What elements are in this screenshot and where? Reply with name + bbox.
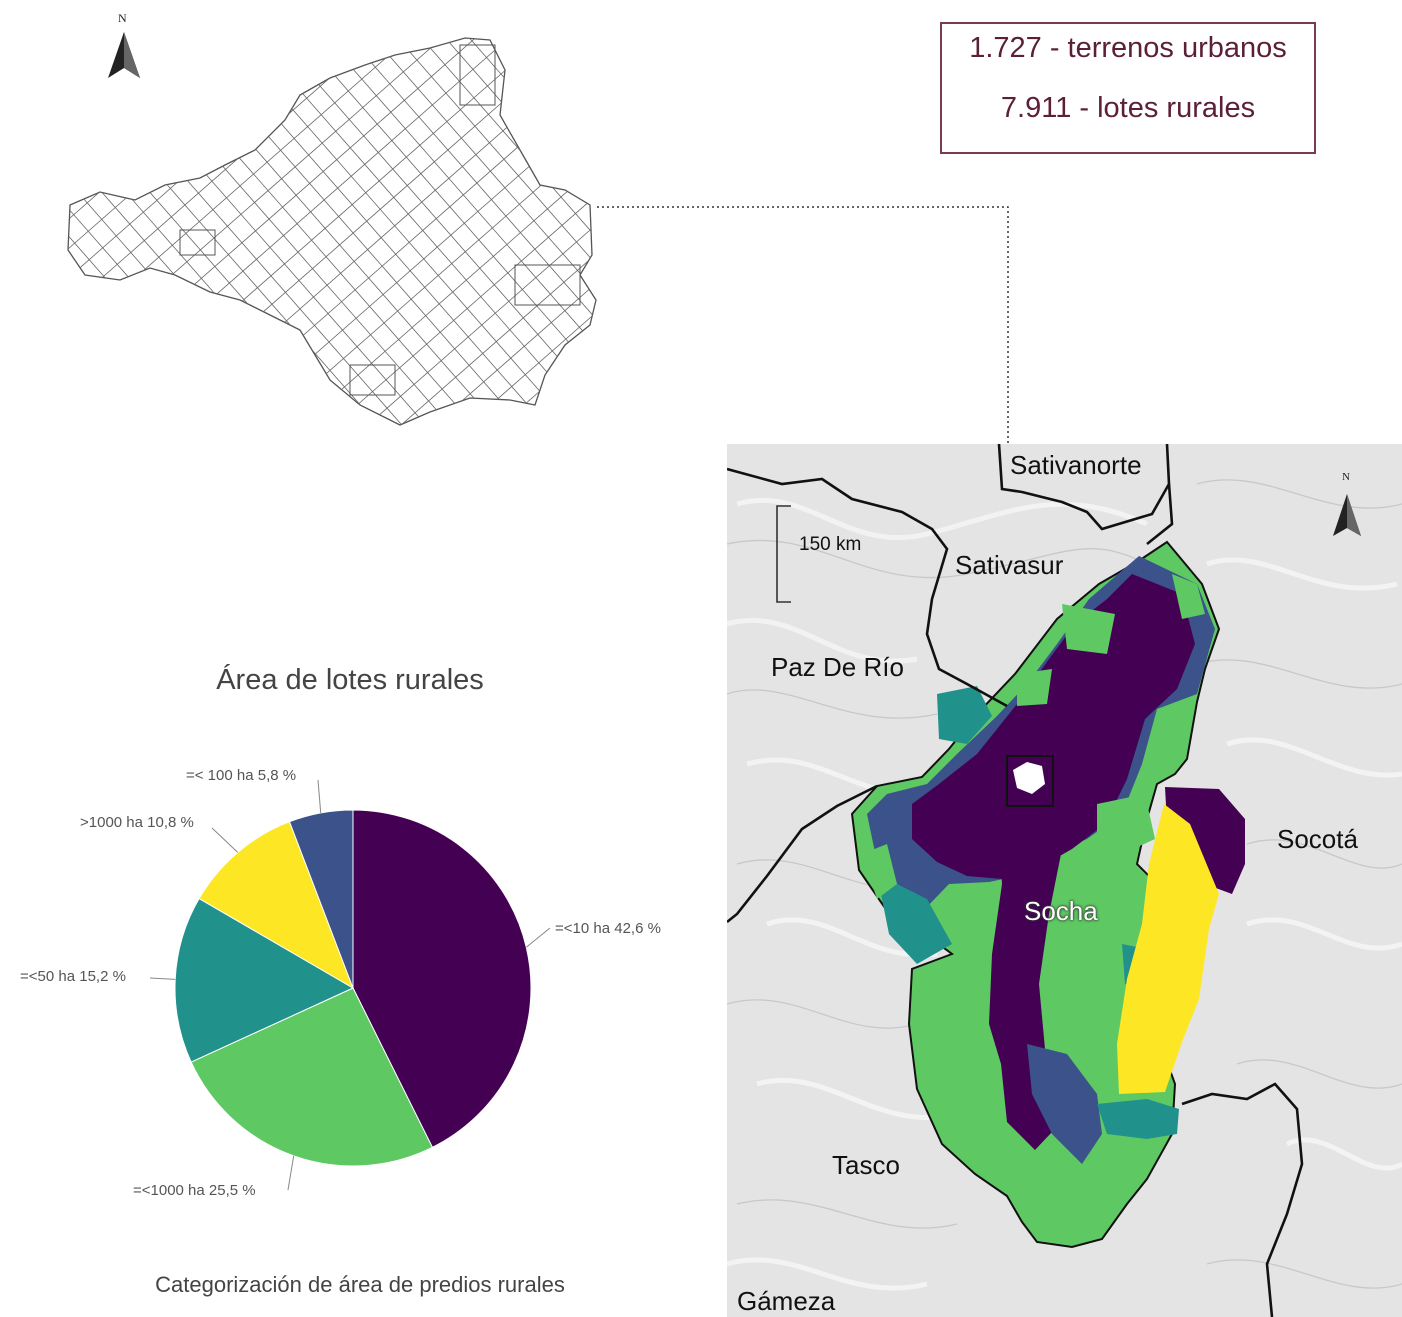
pie-label-gt1000: >1000 ha 10,8 % <box>80 814 194 831</box>
pie-label-lt1000: =<1000 ha 25,5 % <box>133 1182 256 1199</box>
street-line <box>257 38 596 360</box>
zone-lt10-east <box>1165 787 1245 894</box>
hillshade-contours <box>727 479 1402 1289</box>
zone-gt1000 <box>1117 804 1219 1094</box>
street-line <box>189 38 596 419</box>
leader-line <box>597 206 1009 445</box>
place-socota: Socotá <box>1277 824 1358 854</box>
street-line <box>226 185 596 425</box>
pie-label-lt50: =<50 ha 15,2 % <box>20 968 126 985</box>
zone-lt1000-north <box>1062 604 1115 654</box>
zone-lt100-south <box>1027 1044 1102 1164</box>
urban-parcel-inset: N <box>67 11 1009 445</box>
pie-leader-lt1000 <box>287 1155 295 1191</box>
chart-caption: Categorización de área de predios rurale… <box>155 1272 565 1297</box>
hillshade-ridges <box>727 497 1402 1291</box>
street-line <box>175 38 596 425</box>
urban-lots-count: 1.727 - terrenos urbanos <box>969 32 1287 64</box>
scale-label: 150 km <box>799 534 862 555</box>
pie-label-lt10: =<10 ha 42,6 % <box>555 920 661 937</box>
urban-area <box>1013 762 1045 794</box>
street-line <box>211 168 596 425</box>
chart-title: Área de lotes rurales <box>216 664 484 696</box>
town-outline <box>67 37 597 426</box>
pie-leader-lt100 <box>317 779 322 813</box>
zone-lt50-north <box>937 686 992 744</box>
north-arrow-icon <box>108 32 140 78</box>
street-line <box>216 38 596 396</box>
dense-parcels <box>179 44 581 396</box>
municipality-map: N 150 km Sativanorte Sativasur Paz De Rí… <box>727 444 1402 1317</box>
zone-lt1000-ne <box>1172 574 1205 619</box>
zone-lt1000-center <box>1097 794 1155 854</box>
street-line <box>197 151 596 425</box>
place-sativasur: Sativasur <box>955 550 1064 580</box>
pie-chart <box>149 779 551 1191</box>
place-sativanorte: Sativanorte <box>1010 450 1142 480</box>
map-north-arrow-icon <box>1333 494 1361 536</box>
pie-slice-gt1000 <box>198 821 354 990</box>
zone-lt50-south <box>1097 1099 1179 1139</box>
rural-lots-count: 7.911 - lotes rurales <box>1000 92 1256 124</box>
stats-box: 1.727 - terrenos urbanos 7.911 - lotes r… <box>940 22 1316 154</box>
zone-lt1000-nw <box>1017 669 1052 706</box>
place-paz-de-rio: Paz De Río <box>771 652 904 682</box>
municipal-boundaries <box>727 444 1304 1317</box>
zone-lt10 <box>912 574 1195 879</box>
pie-leader-lt50 <box>149 977 176 980</box>
pie-leader-gt1000 <box>211 827 239 853</box>
scale-bar <box>776 505 791 603</box>
place-gameza: Gámeza <box>737 1286 836 1316</box>
map-north-label: N <box>1342 471 1350 483</box>
street-line <box>270 38 596 348</box>
pie-label-lt100: =< 100 ha 5,8 % <box>186 767 297 784</box>
pie-slice-lt10 <box>352 809 532 1148</box>
pie-leader-lt10 <box>525 927 551 948</box>
street-line <box>182 135 596 425</box>
place-socha: Socha <box>1024 896 1098 926</box>
street-line <box>229 38 596 384</box>
zone-lt50-west <box>877 874 952 964</box>
street-line <box>202 38 596 407</box>
place-tasco: Tasco <box>832 1150 900 1180</box>
selection-box <box>1006 755 1054 807</box>
north-label: N <box>118 11 127 25</box>
zone-lt1000-west <box>862 844 897 899</box>
